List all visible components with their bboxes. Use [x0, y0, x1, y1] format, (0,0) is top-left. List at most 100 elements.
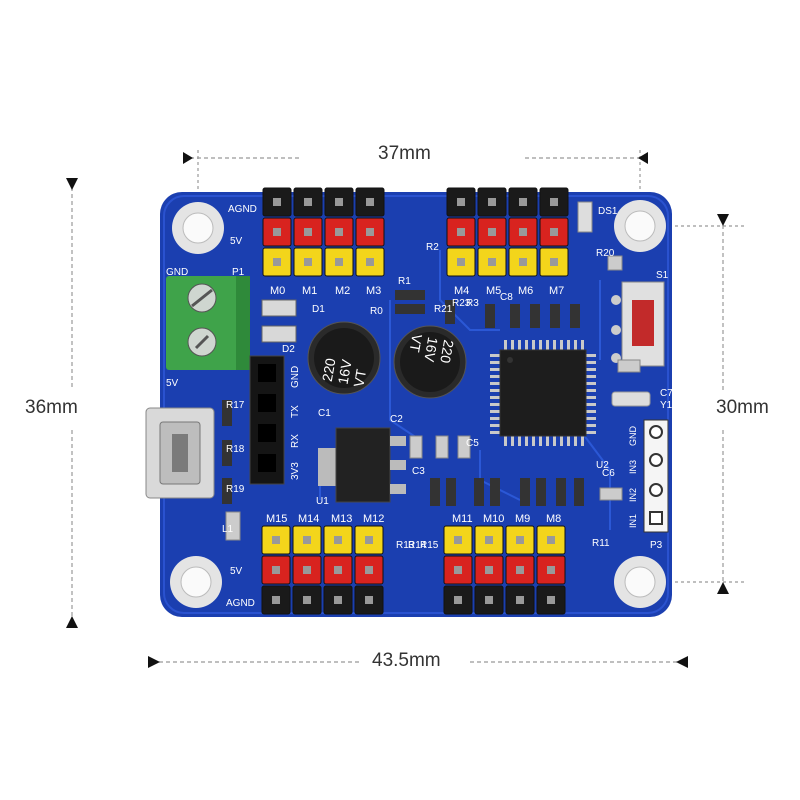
mounting-hole-top-left: [172, 202, 224, 254]
microcontroller-chip: [490, 340, 596, 446]
svg-text:DS1: DS1: [598, 206, 618, 217]
svg-text:L1: L1: [222, 524, 234, 535]
serial-header[interactable]: [249, 355, 285, 485]
svg-text:AGND: AGND: [228, 204, 257, 215]
pin-label: M4: [454, 285, 469, 297]
pin-label: M8: [546, 513, 561, 525]
svg-text:R19: R19: [226, 484, 245, 495]
mounting-holes: [170, 200, 666, 608]
serial-header-labels: GND TX RX 3V3: [290, 366, 301, 480]
svg-text:R11: R11: [592, 538, 610, 549]
pin-label: M11: [452, 513, 473, 525]
header-bottom-left[interactable]: [261, 525, 384, 615]
pin-labels-top-right: M4 M5 M6 M7: [454, 285, 564, 297]
svg-text:C2: C2: [390, 414, 403, 425]
designator-labels: C1 C2 C3 C5 C6 C7 C8 D1 D2 DS1 R0 R1 R2 …: [222, 206, 673, 551]
svg-text:R17: R17: [226, 400, 245, 411]
svg-text:R15: R15: [420, 540, 439, 551]
svg-text:C6: C6: [602, 468, 615, 479]
svg-text:IN3: IN3: [628, 460, 638, 474]
svg-text:GND: GND: [166, 267, 188, 278]
micro-usb-port[interactable]: [145, 407, 215, 499]
svg-text:R14: R14: [408, 540, 427, 551]
svg-text:Y1: Y1: [660, 400, 673, 411]
svg-text:5V: 5V: [166, 378, 179, 389]
svg-text:220: 220: [319, 357, 339, 383]
svg-text:R1: R1: [398, 276, 411, 287]
svg-text:TX: TX: [290, 405, 301, 418]
crystal-y1: [611, 391, 651, 407]
mounting-hole-top-right: [614, 200, 666, 252]
pin-labels-bottom-right: M11 M10 M9 M8: [452, 513, 561, 525]
svg-text:C1: C1: [318, 408, 331, 419]
pin-label: M7: [549, 285, 564, 297]
pin-label: M10: [483, 513, 504, 525]
dimension-arrowheads: [66, 152, 729, 668]
svg-text:C7: C7: [660, 388, 673, 399]
svg-text:220: 220: [437, 339, 457, 365]
svg-text:R0: R0: [370, 306, 383, 317]
svg-text:R23: R23: [452, 298, 471, 309]
dimension-left-label: 36mm: [25, 397, 78, 418]
svg-text:C5: C5: [466, 438, 479, 449]
dimension-bottom-label: 43.5mm: [372, 650, 441, 671]
svg-text:IN1: IN1: [628, 514, 638, 528]
mounting-hole-bottom-left: [170, 556, 222, 608]
svg-text:D2: D2: [282, 344, 295, 355]
pin-label: M15: [266, 513, 287, 525]
p3-labels: GND IN3 IN2 IN1: [628, 426, 638, 529]
svg-text:D1: D1: [312, 304, 325, 315]
svg-text:P1: P1: [232, 267, 245, 278]
pcb-board: [160, 192, 672, 617]
svg-text:GND: GND: [290, 366, 301, 388]
svg-text:RX: RX: [290, 434, 301, 448]
svg-text:R21: R21: [434, 304, 453, 315]
smd-components: [222, 201, 641, 541]
svg-text:S1: S1: [656, 270, 669, 281]
pin-label: M2: [335, 285, 350, 297]
screw-terminal[interactable]: [166, 276, 250, 370]
svg-text:C3: C3: [412, 466, 425, 477]
svg-text:R3: R3: [466, 298, 479, 309]
dimension-top-label: 37mm: [378, 143, 431, 164]
reset-button[interactable]: [611, 281, 665, 367]
dimension-right-label: 30mm: [716, 397, 769, 418]
header-top-right[interactable]: [446, 187, 569, 277]
svg-text:IN2: IN2: [628, 488, 638, 502]
pin-label: M3: [366, 285, 381, 297]
svg-text:16V: 16V: [421, 336, 441, 364]
svg-text:VT: VT: [350, 367, 369, 388]
pin-labels-top-left: M0 M1 M2 M3: [270, 285, 381, 297]
svg-text:16V: 16V: [335, 358, 355, 386]
svg-text:GND: GND: [628, 426, 638, 447]
header-bottom-right[interactable]: [443, 525, 566, 615]
dimension-lines: [71, 150, 745, 663]
pin-label: M1: [302, 285, 317, 297]
mounting-hole-bottom-right: [614, 556, 666, 608]
pin-label: M12: [363, 513, 384, 525]
pin-labels-bottom-left: M15 M14 M13 M12: [266, 513, 384, 525]
capacitor-c2: 220 16V VT: [393, 325, 467, 399]
rail-labels: AGND 5V GND 5V 5V AGND P1: [166, 204, 257, 609]
pin-label: M0: [270, 285, 285, 297]
svg-text:AGND: AGND: [226, 598, 255, 609]
pin-label: M9: [515, 513, 530, 525]
p3-header[interactable]: [643, 419, 669, 533]
pin-label: M13: [331, 513, 352, 525]
svg-text:C8: C8: [500, 292, 513, 303]
svg-text:R13: R13: [396, 540, 415, 551]
pin-label: M5: [486, 285, 501, 297]
svg-text:VT: VT: [407, 333, 426, 354]
svg-text:R18: R18: [226, 444, 245, 455]
svg-text:R2: R2: [426, 242, 439, 253]
svg-text:U1: U1: [316, 496, 329, 507]
pin-label: M14: [298, 513, 319, 525]
svg-text:U2: U2: [596, 460, 609, 471]
svg-text:P3: P3: [650, 540, 663, 551]
svg-text:3V3: 3V3: [290, 462, 301, 480]
svg-text:5V: 5V: [230, 236, 243, 247]
header-top-left[interactable]: [262, 187, 385, 277]
capacitor-c1: 220 16V VT: [307, 321, 381, 395]
svg-text:R20: R20: [596, 248, 615, 259]
svg-text:5V: 5V: [230, 566, 243, 577]
